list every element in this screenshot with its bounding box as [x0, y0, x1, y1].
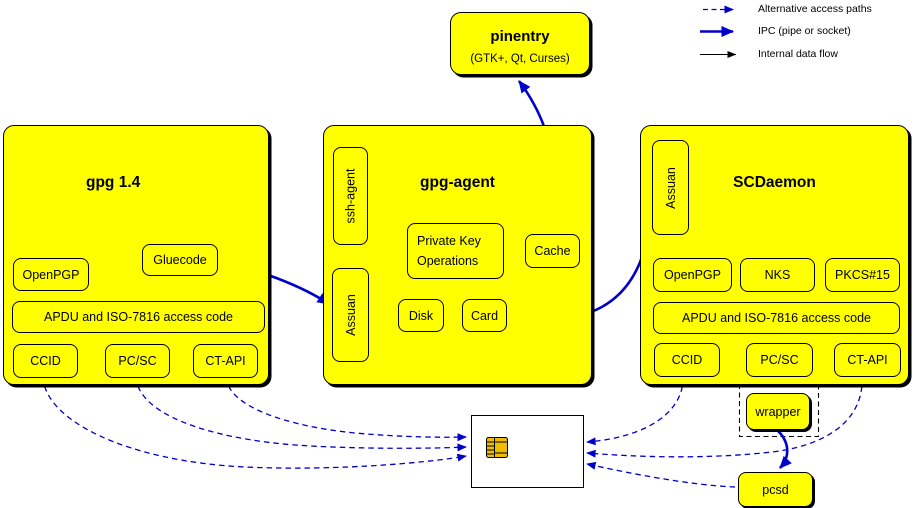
gpg14-title: gpg 1.4 [86, 174, 141, 191]
alt-gpg14-ccid-to-card [42, 376, 467, 469]
gpg14-openpgp-box: OpenPGP [13, 258, 89, 291]
wrapper-dashed-outline [738, 384, 820, 438]
scdaemon-assuan-box: Assuan [652, 140, 689, 235]
gpg-agent-private-key-ops-label: Private Key Operations [417, 234, 481, 268]
gpg14-pcsc-label: PC/SC [118, 354, 157, 368]
gpg-agent-private-key-ops-box: Private Key Operations [407, 223, 504, 279]
scdaemon-title: SCDaemon [733, 174, 816, 191]
scdaemon-nks-label: NKS [764, 268, 791, 282]
gpg-agent-title: gpg-agent [420, 174, 495, 191]
scdaemon-ctapi-box: CT-API [834, 343, 901, 377]
gpg-agent-disk-box: Disk [398, 299, 444, 332]
gpg14-openpgp-label: OpenPGP [22, 267, 80, 282]
scdaemon-pcsc-box: PC/SC [746, 343, 813, 377]
gpg14-apdu-box: APDU and ISO-7816 access code [12, 301, 265, 333]
pcsd-box: pcsd [738, 472, 813, 507]
gpg-agent-disk-label: Disk [408, 308, 434, 323]
scdaemon-pkcs15-label: PKCS#15 [835, 268, 890, 282]
gpg14-ccid-label: CCID [30, 354, 61, 368]
wrapper-box: wrapper [746, 393, 810, 430]
gpg14-gluecode-box: Gluecode [142, 244, 218, 276]
gpg-agent-assuan-label: Assuan [343, 294, 358, 336]
gpg-agent-cache-box: Cache [525, 234, 580, 268]
scdaemon-apdu-label: APDU and ISO-7816 access code [682, 311, 871, 325]
legend-label-internal-data-flow: Internal data flow [758, 48, 838, 60]
legend-label-alternative-access: Alternative access paths [758, 3, 872, 15]
smartcard-chip-icon [486, 437, 508, 458]
gpg-agent-sshagent-label: ssh-agent [343, 168, 358, 224]
gpg-agent-card-box: Card [462, 299, 507, 332]
alt-scdaemon-ccid-to-card [586, 376, 684, 446]
gpg14-pcsc-box: PC/SC [105, 344, 170, 378]
pinentry-subtitle: (GTK+, Qt, Curses) [470, 53, 570, 65]
pinentry-box: pinentry (GTK+, Qt, Curses) [450, 12, 590, 75]
scdaemon-nks-box: NKS [740, 258, 815, 292]
gpg-agent-card-label: Card [470, 308, 499, 323]
scdaemon-apdu-box: APDU and ISO-7816 access code [653, 302, 900, 334]
alt-gpg14-ctapi-to-card [225, 376, 467, 442]
scdaemon-pkcs15-box: PKCS#15 [825, 258, 900, 292]
ipc-wrapper-to-pcsd [776, 429, 792, 469]
gpg14-gluecode-label: Gluecode [153, 253, 207, 267]
scdaemon-openpgp-label: OpenPGP [664, 268, 721, 282]
pcsd-label: pcsd [762, 482, 789, 497]
gpg-agent-box: gpg-agent ssh-agent Assuan Private Key O… [323, 125, 592, 385]
alt-pcsd-to-card [586, 461, 736, 488]
scdaemon-ccid-label: CCID [671, 353, 703, 367]
gpg-agent-assuan-box: Assuan [332, 268, 369, 362]
gpg14-ctapi-box: CT-API [193, 344, 258, 378]
gpg14-box: gpg 1.4 OpenPGP Gluecode APDU and ISO-78… [3, 125, 269, 385]
gpg-agent-sshagent-box: ssh-agent [333, 147, 368, 245]
smartcard [471, 415, 584, 488]
gpg14-apdu-label: APDU and ISO-7816 access code [44, 310, 233, 324]
legend-label-ipc: IPC (pipe or socket) [758, 25, 851, 37]
alt-scdaemon-ctapi-to-card [586, 376, 863, 458]
scdaemon-ctapi-label: CT-API [847, 353, 888, 367]
scdaemon-ccid-box: CCID [654, 343, 720, 377]
gpg14-ctapi-label: CT-API [205, 354, 246, 368]
wrapper-label: wrapper [755, 404, 801, 419]
gpg14-ccid-box: CCID [13, 344, 78, 378]
scdaemon-openpgp-box: OpenPGP [653, 258, 732, 292]
scdaemon-pcsc-label: PC/SC [760, 353, 799, 367]
gpg-agent-cache-label: Cache [534, 244, 571, 258]
scdaemon-box: SCDaemon Assuan OpenPGP NKS PKCS#15 APDU… [640, 125, 909, 385]
alt-gpg14-pcsc-to-card [135, 376, 467, 452]
pinentry-title: pinentry [490, 28, 550, 45]
scdaemon-assuan-label: Assuan [663, 166, 678, 209]
